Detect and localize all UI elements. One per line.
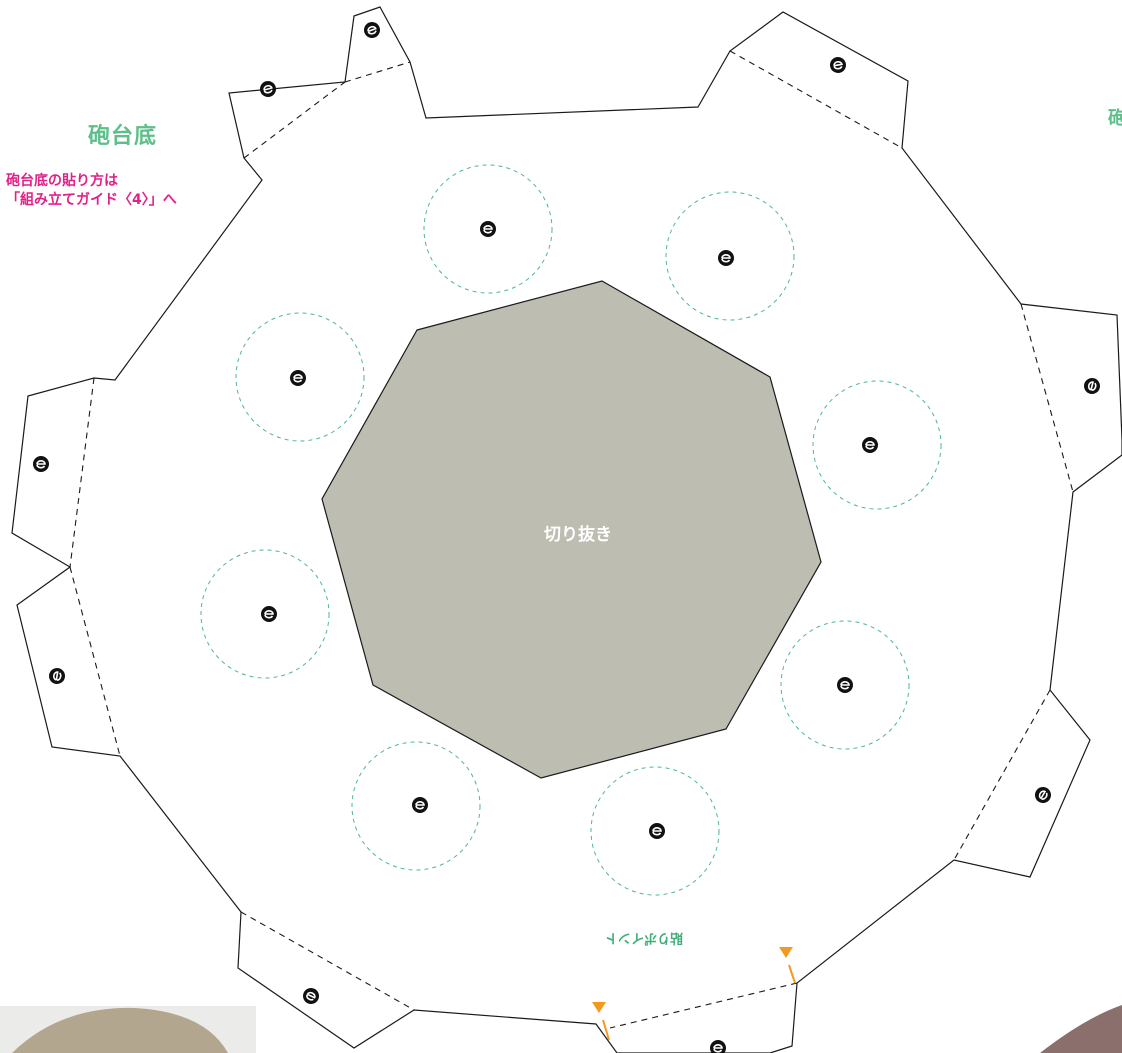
glue-dot-icon bbox=[303, 988, 319, 1004]
glue-dot-icon bbox=[261, 606, 277, 622]
fold-line bbox=[344, 61, 411, 83]
guide-circle bbox=[235, 312, 365, 442]
glue-dot-icon bbox=[649, 823, 665, 839]
glue-point-label: 貼りポイント bbox=[605, 930, 684, 945]
glue-dot-icon bbox=[837, 677, 853, 693]
glue-point-markers bbox=[592, 947, 796, 1041]
glue-dot-icon bbox=[1084, 378, 1100, 394]
glue-marks bbox=[33, 22, 1100, 1053]
fold-line bbox=[69, 377, 95, 568]
glue-dot-icon bbox=[49, 668, 65, 684]
part-title-clipped: 砲 bbox=[1108, 108, 1122, 129]
glue-dot-icon bbox=[830, 57, 846, 73]
glue-dot-icon bbox=[412, 797, 428, 813]
guide-circle bbox=[423, 164, 553, 294]
glue-dot-icon bbox=[260, 81, 276, 97]
guide-circle bbox=[351, 741, 481, 871]
glue-dot-icon bbox=[718, 250, 734, 266]
fold-lines bbox=[69, 50, 1074, 1029]
glue-tick bbox=[602, 1019, 610, 1041]
guide-circle bbox=[780, 620, 910, 750]
guide-circle bbox=[812, 380, 942, 510]
guide-circle bbox=[665, 191, 795, 321]
neighbor-piece-fragment bbox=[1040, 1005, 1122, 1053]
guide-circle bbox=[200, 549, 330, 679]
glue-tick bbox=[788, 964, 796, 984]
triangle-marker-icon bbox=[779, 947, 793, 958]
instruction-line-1: 砲台底の貼り方は bbox=[6, 173, 118, 189]
glue-dot-icon bbox=[1035, 787, 1051, 803]
guide-circle bbox=[590, 766, 720, 896]
photo-fragment bbox=[0, 1006, 256, 1053]
glue-dot-icon bbox=[290, 370, 306, 386]
glue-dot-icon bbox=[862, 437, 878, 453]
part-title: 砲台底 bbox=[88, 124, 158, 149]
glue-dot-icon bbox=[33, 456, 49, 472]
fold-line bbox=[240, 911, 415, 1011]
guide-circles bbox=[200, 164, 942, 896]
instruction-line-2: 「組み立てガイド〈4〉」へ bbox=[6, 192, 177, 208]
cutout-label: 切り抜き bbox=[544, 525, 612, 545]
glue-dot-icon bbox=[710, 1040, 726, 1053]
glue-dot-icon bbox=[480, 221, 496, 237]
glue-dot-icon bbox=[364, 22, 380, 38]
triangle-marker-icon bbox=[592, 1002, 606, 1013]
cutout-area bbox=[321, 280, 822, 779]
